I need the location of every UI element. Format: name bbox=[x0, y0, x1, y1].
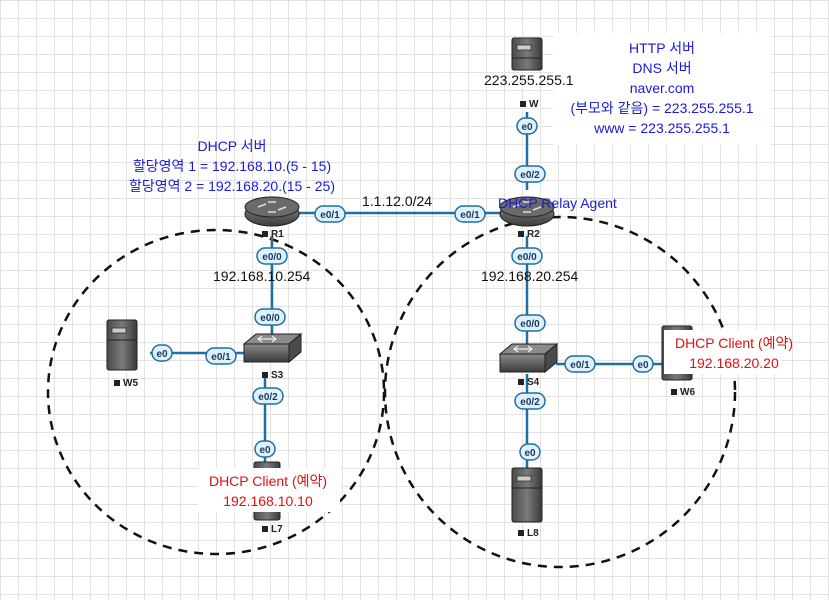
r1-note-line: 할당영역 1 = 192.168.10.(5 - 15) bbox=[132, 158, 332, 174]
link-r1-r2-subnet: 1.1.12.0/24 bbox=[362, 193, 433, 209]
port-label: e0/1 bbox=[570, 360, 590, 371]
w-note-line: www = 223.255.255.1 bbox=[594, 120, 730, 136]
w-note-line: DNS 서버 bbox=[632, 60, 692, 76]
w-note-line: naver.com bbox=[629, 80, 695, 96]
port-label: e0/2 bbox=[520, 170, 540, 181]
port-label: e0/1 bbox=[320, 210, 340, 221]
port-badge-l7-e0: e0 bbox=[254, 440, 276, 458]
switch-s4[interactable] bbox=[498, 342, 559, 374]
port-badge-r1-s3: e0/0 bbox=[256, 247, 288, 265]
port-label: e0 bbox=[521, 122, 533, 133]
w-note-line: HTTP 서버 bbox=[629, 40, 695, 56]
switch-s3[interactable] bbox=[242, 332, 303, 364]
port-badge-s3-r1: e0/0 bbox=[254, 308, 286, 326]
w-note-line: (부모와 같음) = 223.255.255.1 bbox=[570, 100, 754, 116]
port-badge-w5-e0: e0 bbox=[151, 344, 173, 362]
port-badge-r1-r2: e0/1 bbox=[314, 205, 346, 223]
w6-note-line: 192.168.20.20 bbox=[689, 355, 779, 371]
l7-note-line: DHCP Client (예약) bbox=[208, 473, 328, 489]
port-badges: e0 e0/2 e0/1 e0/1 e0/0 e0/0 e0/0 e0/0 e0 e0/1 e0/2… bbox=[151, 117, 654, 461]
server-icon bbox=[511, 37, 543, 71]
server-icon bbox=[511, 467, 543, 523]
port-label: e0/0 bbox=[262, 252, 282, 263]
port-label: e0/2 bbox=[258, 392, 278, 403]
l7-note-background bbox=[198, 468, 340, 512]
node-label-w6: W6 bbox=[671, 387, 695, 398]
node-label-w: W bbox=[520, 99, 538, 110]
w6-note-background bbox=[664, 330, 782, 374]
port-label: e0/0 bbox=[517, 252, 537, 263]
port-badge-s3-l7: e0/2 bbox=[252, 387, 284, 405]
port-badge-r2-s4: e0/0 bbox=[511, 247, 543, 265]
port-label: e0 bbox=[259, 445, 271, 456]
r1-note-line: DHCP 서버 bbox=[197, 138, 267, 154]
port-badge-s4-w6: e0/1 bbox=[564, 355, 596, 373]
l7-note-line: 192.168.10.10 bbox=[223, 493, 313, 509]
port-label: e0/1 bbox=[211, 352, 231, 363]
r1-dhcp-note: DHCP 서버 할당영역 1 = 192.168.10.(5 - 15) 할당영… bbox=[129, 136, 335, 196]
r2-lan-ip: 192.168.20.254 bbox=[481, 268, 579, 284]
port-badge-w-e0: e0 bbox=[516, 117, 538, 135]
port-badge-l8-e0: e0 bbox=[519, 443, 541, 461]
port-badge-s4-r2: e0/0 bbox=[514, 314, 546, 332]
relay-agent-note: DHCP Relay Agent bbox=[498, 195, 617, 211]
port-badge-s4-l8: e0/2 bbox=[514, 392, 546, 410]
w-note: HTTP 서버 DNS 서버 naver.com (부모와 같음) = 223.… bbox=[570, 38, 753, 138]
w-note-background bbox=[553, 33, 771, 145]
port-badge-s3-w5: e0/1 bbox=[205, 347, 237, 365]
server-l8[interactable] bbox=[511, 467, 543, 523]
port-label: e0/2 bbox=[520, 397, 540, 408]
node-label-r2: R2 bbox=[518, 229, 540, 240]
port-label: e0/0 bbox=[260, 313, 280, 324]
router-r2[interactable] bbox=[499, 196, 555, 227]
node-label-s4: S4 bbox=[518, 377, 539, 388]
port-label: e0/0 bbox=[520, 319, 540, 330]
w6-client-note: DHCP Client (예약) 192.168.20.20 bbox=[675, 333, 793, 373]
server-w[interactable] bbox=[511, 37, 543, 71]
w6-note-line: DHCP Client (예약) bbox=[674, 335, 794, 351]
server-icon bbox=[106, 319, 138, 371]
port-label: e0 bbox=[637, 360, 649, 371]
port-label: e0/1 bbox=[460, 210, 480, 221]
r1-lan-ip: 192.168.10.254 bbox=[213, 268, 311, 284]
node-label-s3: S3 bbox=[262, 370, 283, 381]
lan2-domain-circle bbox=[383, 215, 737, 569]
node-label-r1: R1 bbox=[262, 229, 284, 240]
port-badge-w6-e0: e0 bbox=[632, 355, 654, 373]
l7-client-note: DHCP Client (예약) 192.168.10.10 bbox=[209, 471, 327, 511]
node-label-w5: W5 bbox=[114, 378, 138, 389]
port-label: e0 bbox=[156, 349, 168, 360]
server-w5[interactable] bbox=[106, 319, 138, 371]
port-label: e0 bbox=[524, 448, 536, 459]
router-r1[interactable] bbox=[244, 196, 300, 227]
node-label-l8: L8 bbox=[518, 528, 539, 539]
port-badge-r2-r1: e0/1 bbox=[454, 205, 486, 223]
port-badge-r2-w: e0/2 bbox=[514, 165, 546, 183]
node-label-l7: L7 bbox=[262, 524, 283, 535]
w-ip-label: 223.255.255.1 bbox=[484, 72, 574, 88]
r1-note-line: 할당영역 2 = 192.168.20.(15 - 25) bbox=[128, 178, 336, 194]
